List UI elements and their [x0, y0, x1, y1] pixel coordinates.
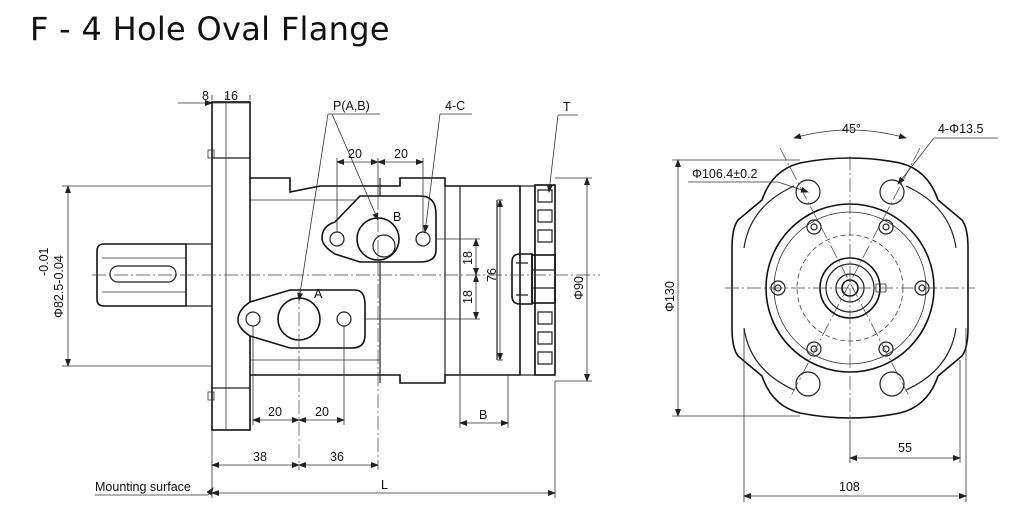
dim-36: 36	[330, 450, 344, 464]
label-p-ab: P(A,B)	[333, 99, 370, 113]
dim-phi90: Φ90	[572, 276, 586, 300]
mount-hole-tl	[795, 179, 821, 205]
mounting-flange	[207, 101, 251, 431]
dim-4-holes: 4-Φ13.5	[938, 122, 983, 136]
dim-20-top-left: 20	[348, 147, 362, 161]
label-port-b: B	[393, 210, 401, 224]
dim-18-lower: 18	[461, 290, 475, 304]
dim-shaft-diameter: Φ82.5-0.04	[52, 255, 66, 318]
dim-pcd: Φ106.4±0.2	[692, 167, 758, 181]
front-view: 45° 4-Φ13.5 Φ106.4±0.2 Φ130 55 108	[663, 122, 998, 502]
mount-hole-tr	[879, 179, 905, 205]
label-t: T	[563, 100, 571, 114]
end-cap-gear	[511, 184, 556, 376]
label-mounting-surface: Mounting surface	[95, 480, 191, 494]
dim-38: 38	[253, 450, 267, 464]
output-shaft	[96, 243, 212, 307]
label-4c: 4-C	[445, 99, 465, 113]
port-flange-b	[321, 195, 437, 263]
label-port-a: A	[314, 287, 323, 301]
dim-20-bottom-left: 20	[268, 405, 282, 419]
dim-b: B	[479, 408, 487, 422]
dim-45-degrees: 45°	[842, 122, 861, 136]
dim-108: 108	[839, 480, 860, 494]
dim-8: 8	[202, 89, 209, 103]
dim-shaft-tolerance: -0.01	[37, 247, 51, 276]
dim-76: 76	[485, 268, 499, 282]
mount-hole-bl	[795, 371, 821, 397]
side-view: 8 16 P(A,B) 4-C T 20 20 B A 18 18	[37, 89, 600, 498]
dim-20-bottom-right: 20	[315, 405, 329, 419]
dim-18-upper: 18	[461, 251, 475, 265]
dim-16: 16	[224, 89, 238, 103]
dim-20-top-right: 20	[394, 147, 408, 161]
mount-hole-br	[879, 371, 905, 397]
page-title: F - 4 Hole Oval Flange	[30, 10, 390, 48]
dim-l: L	[381, 478, 388, 492]
dim-55: 55	[898, 441, 912, 455]
dim-phi130: Φ130	[663, 281, 677, 312]
port-flange-a	[237, 289, 366, 349]
